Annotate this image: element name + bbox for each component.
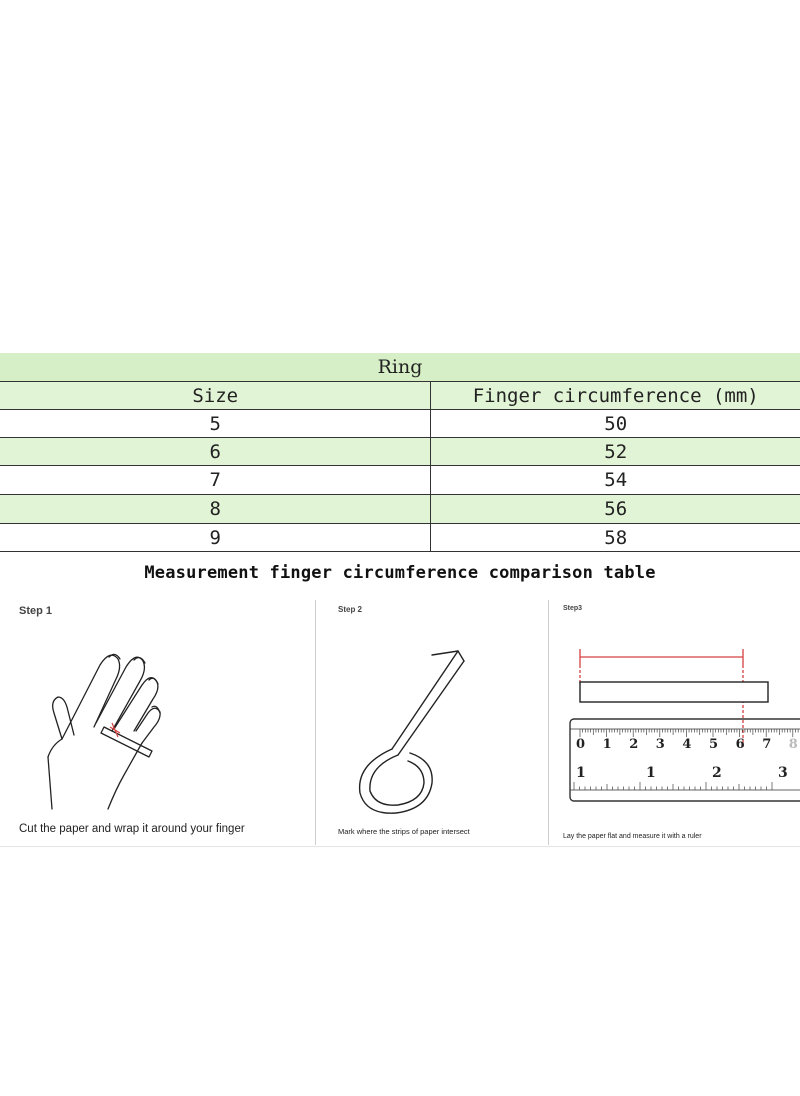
circumference-cell: 56: [430, 495, 800, 523]
paper-loop-illustration-icon: [358, 650, 465, 814]
ruler-bottom-number: 2: [712, 765, 722, 781]
header-size: Size: [192, 384, 239, 407]
ruler-bottom-number: 1: [576, 765, 586, 781]
circumference-cell: 58: [430, 524, 800, 552]
step-1-panel: Step 1 Cut: [0, 597, 315, 845]
panel-bottom-border: [0, 846, 800, 847]
size-cell: 8: [209, 498, 221, 520]
table-title: Ring: [0, 353, 800, 381]
ruler-measure-illustration-icon: [569, 649, 800, 802]
ruler-top-number: 3: [655, 737, 665, 752]
ruler-top-number: 7: [762, 737, 772, 752]
step-1-caption: Cut the paper and wrap it around your fi…: [19, 823, 245, 835]
step-2-panel: Step 2 Mark where the strips of paper in…: [316, 597, 548, 845]
panel-divider: [548, 600, 549, 845]
table-row: 9 58: [0, 524, 800, 552]
step-3-caption: Lay the paper flat and measure it with a…: [563, 833, 702, 840]
ruler-bottom-number: 1: [646, 765, 656, 781]
table-row: 6 52: [0, 438, 800, 465]
table-row: 8 56: [0, 495, 800, 523]
circumference-cell: 50: [430, 410, 800, 437]
table-header-row: Size Finger circumference (mm): [0, 382, 800, 409]
ruler-top-number: 6: [735, 737, 745, 752]
ruler-top-number: 0: [576, 737, 586, 752]
hand-wrap-illustration-icon: [47, 653, 161, 810]
table-row: 7 54: [0, 466, 800, 494]
panel-divider: [315, 600, 316, 845]
ruler-top-number: 8: [788, 737, 798, 752]
table-row: 5 50: [0, 410, 800, 437]
size-cell: 5: [209, 412, 221, 435]
circumference-cell: 54: [430, 466, 800, 494]
ruler-top-number: 2: [629, 737, 639, 752]
step-2-caption: Mark where the strips of paper intersect: [338, 827, 470, 836]
size-cell: 6: [209, 440, 221, 463]
ruler-top-number: 1: [602, 737, 612, 752]
step-1-label: Step 1: [19, 605, 53, 617]
step-2-label: Step 2: [338, 605, 363, 614]
header-circumference: Finger circumference (mm): [430, 382, 800, 409]
instructions-heading: Measurement finger circumference compari…: [144, 563, 656, 583]
ruler-top-number: 4: [682, 737, 692, 752]
ruler-top-number: 5: [709, 737, 719, 752]
size-cell: 9: [209, 527, 221, 549]
step-3-label: Step3: [563, 605, 583, 612]
size-cell: 7: [209, 469, 221, 491]
ring-size-table: Ring Size Finger circumference (mm) 5 50…: [0, 353, 800, 552]
ruler-bottom-number: 3: [778, 765, 788, 781]
circumference-cell: 52: [430, 438, 800, 465]
